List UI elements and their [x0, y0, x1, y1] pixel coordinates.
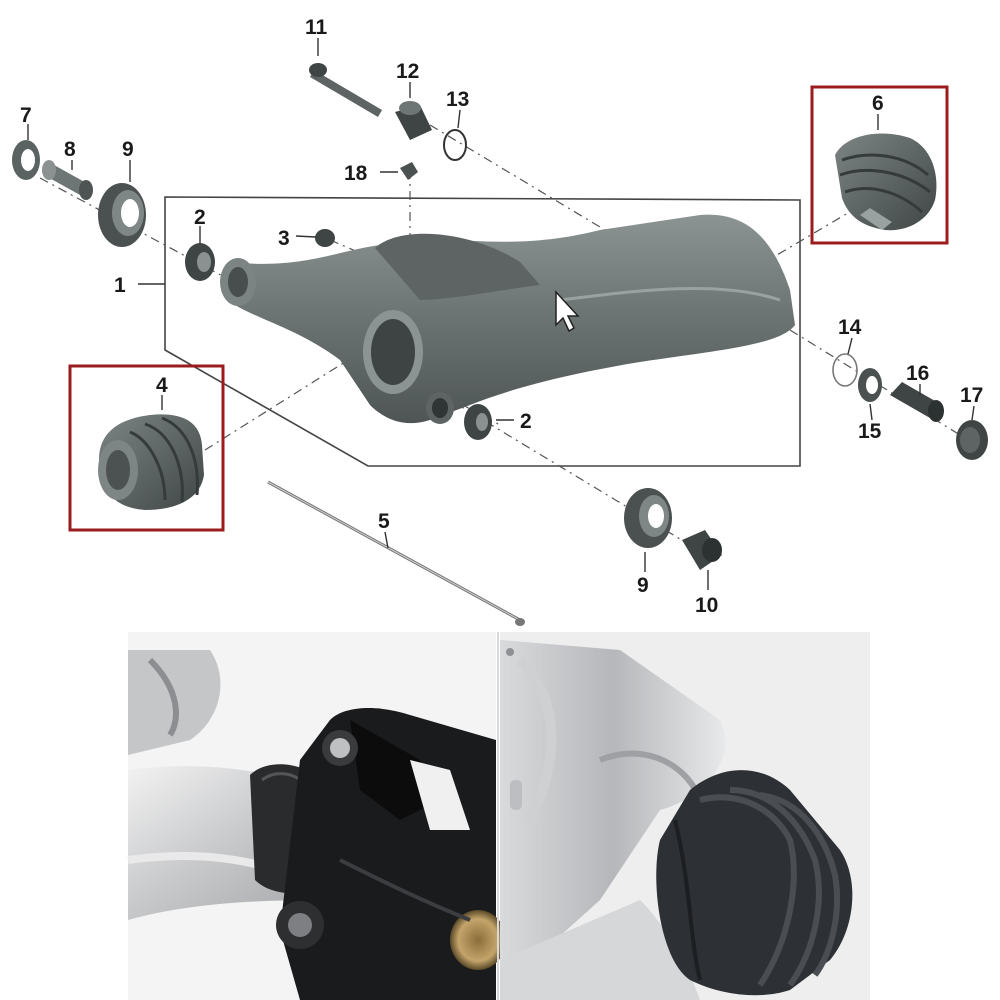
part-14-o-ring [832, 353, 858, 387]
part-11-bolt [309, 63, 382, 117]
callout-14: 14 [838, 316, 862, 339]
part-10-bolt [682, 530, 722, 570]
part-5-rod [267, 480, 525, 626]
callout-17: 17 [960, 384, 983, 407]
part-2-seal-ring-lower [464, 404, 492, 440]
part-13-o-ring [443, 129, 467, 161]
highlight-box-part-4 [68, 364, 225, 532]
photo-right-rubber-boot [500, 632, 870, 1000]
highlight-box-part-6 [810, 85, 949, 245]
callout-8: 8 [64, 138, 76, 161]
part-2-seal-ring-upper [185, 243, 215, 281]
callout-5: 5 [378, 510, 390, 533]
callout-15: 15 [858, 420, 882, 443]
leader-lines [27, 38, 975, 590]
part-9-bearing-cup-lower [624, 488, 672, 548]
callout-16: 16 [906, 362, 929, 385]
callouts: 1 2 2 3 4 5 6 7 8 9 9 10 11 12 13 14 15 … [20, 16, 983, 617]
part-8-bushing [42, 160, 93, 200]
part-9-bearing-cup-upper [98, 183, 146, 247]
callout-7: 7 [20, 104, 32, 127]
part-3-plug [315, 229, 335, 247]
part-18-fitting [400, 162, 418, 180]
part-16-bushing [890, 382, 944, 422]
swingarm [220, 214, 795, 424]
part-12-nut [395, 101, 432, 140]
callout-18: 18 [344, 162, 368, 185]
callout-1: 1 [114, 274, 126, 297]
callout-11: 11 [305, 16, 328, 39]
callout-6: 6 [872, 92, 884, 115]
callout-3: 3 [278, 227, 290, 250]
callout-12: 12 [396, 60, 419, 83]
callout-2-lower: 2 [520, 410, 532, 433]
mouse-pointer-icon [555, 290, 580, 333]
callout-9-lower: 9 [637, 574, 649, 597]
swingarm-frame [164, 196, 801, 467]
callout-9-upper: 9 [122, 138, 134, 161]
part-15-washer [858, 368, 882, 402]
callout-4: 4 [156, 374, 168, 397]
part-7-washer [12, 140, 40, 180]
part-17-cap [956, 420, 988, 460]
photo-left-installed-boot [127, 632, 506, 1000]
callout-2-upper: 2 [194, 206, 206, 229]
callout-10: 10 [695, 594, 718, 617]
part-6-rubber-boot [835, 133, 937, 231]
callout-13: 13 [446, 88, 469, 111]
part-4-rubber-boot [98, 414, 204, 510]
